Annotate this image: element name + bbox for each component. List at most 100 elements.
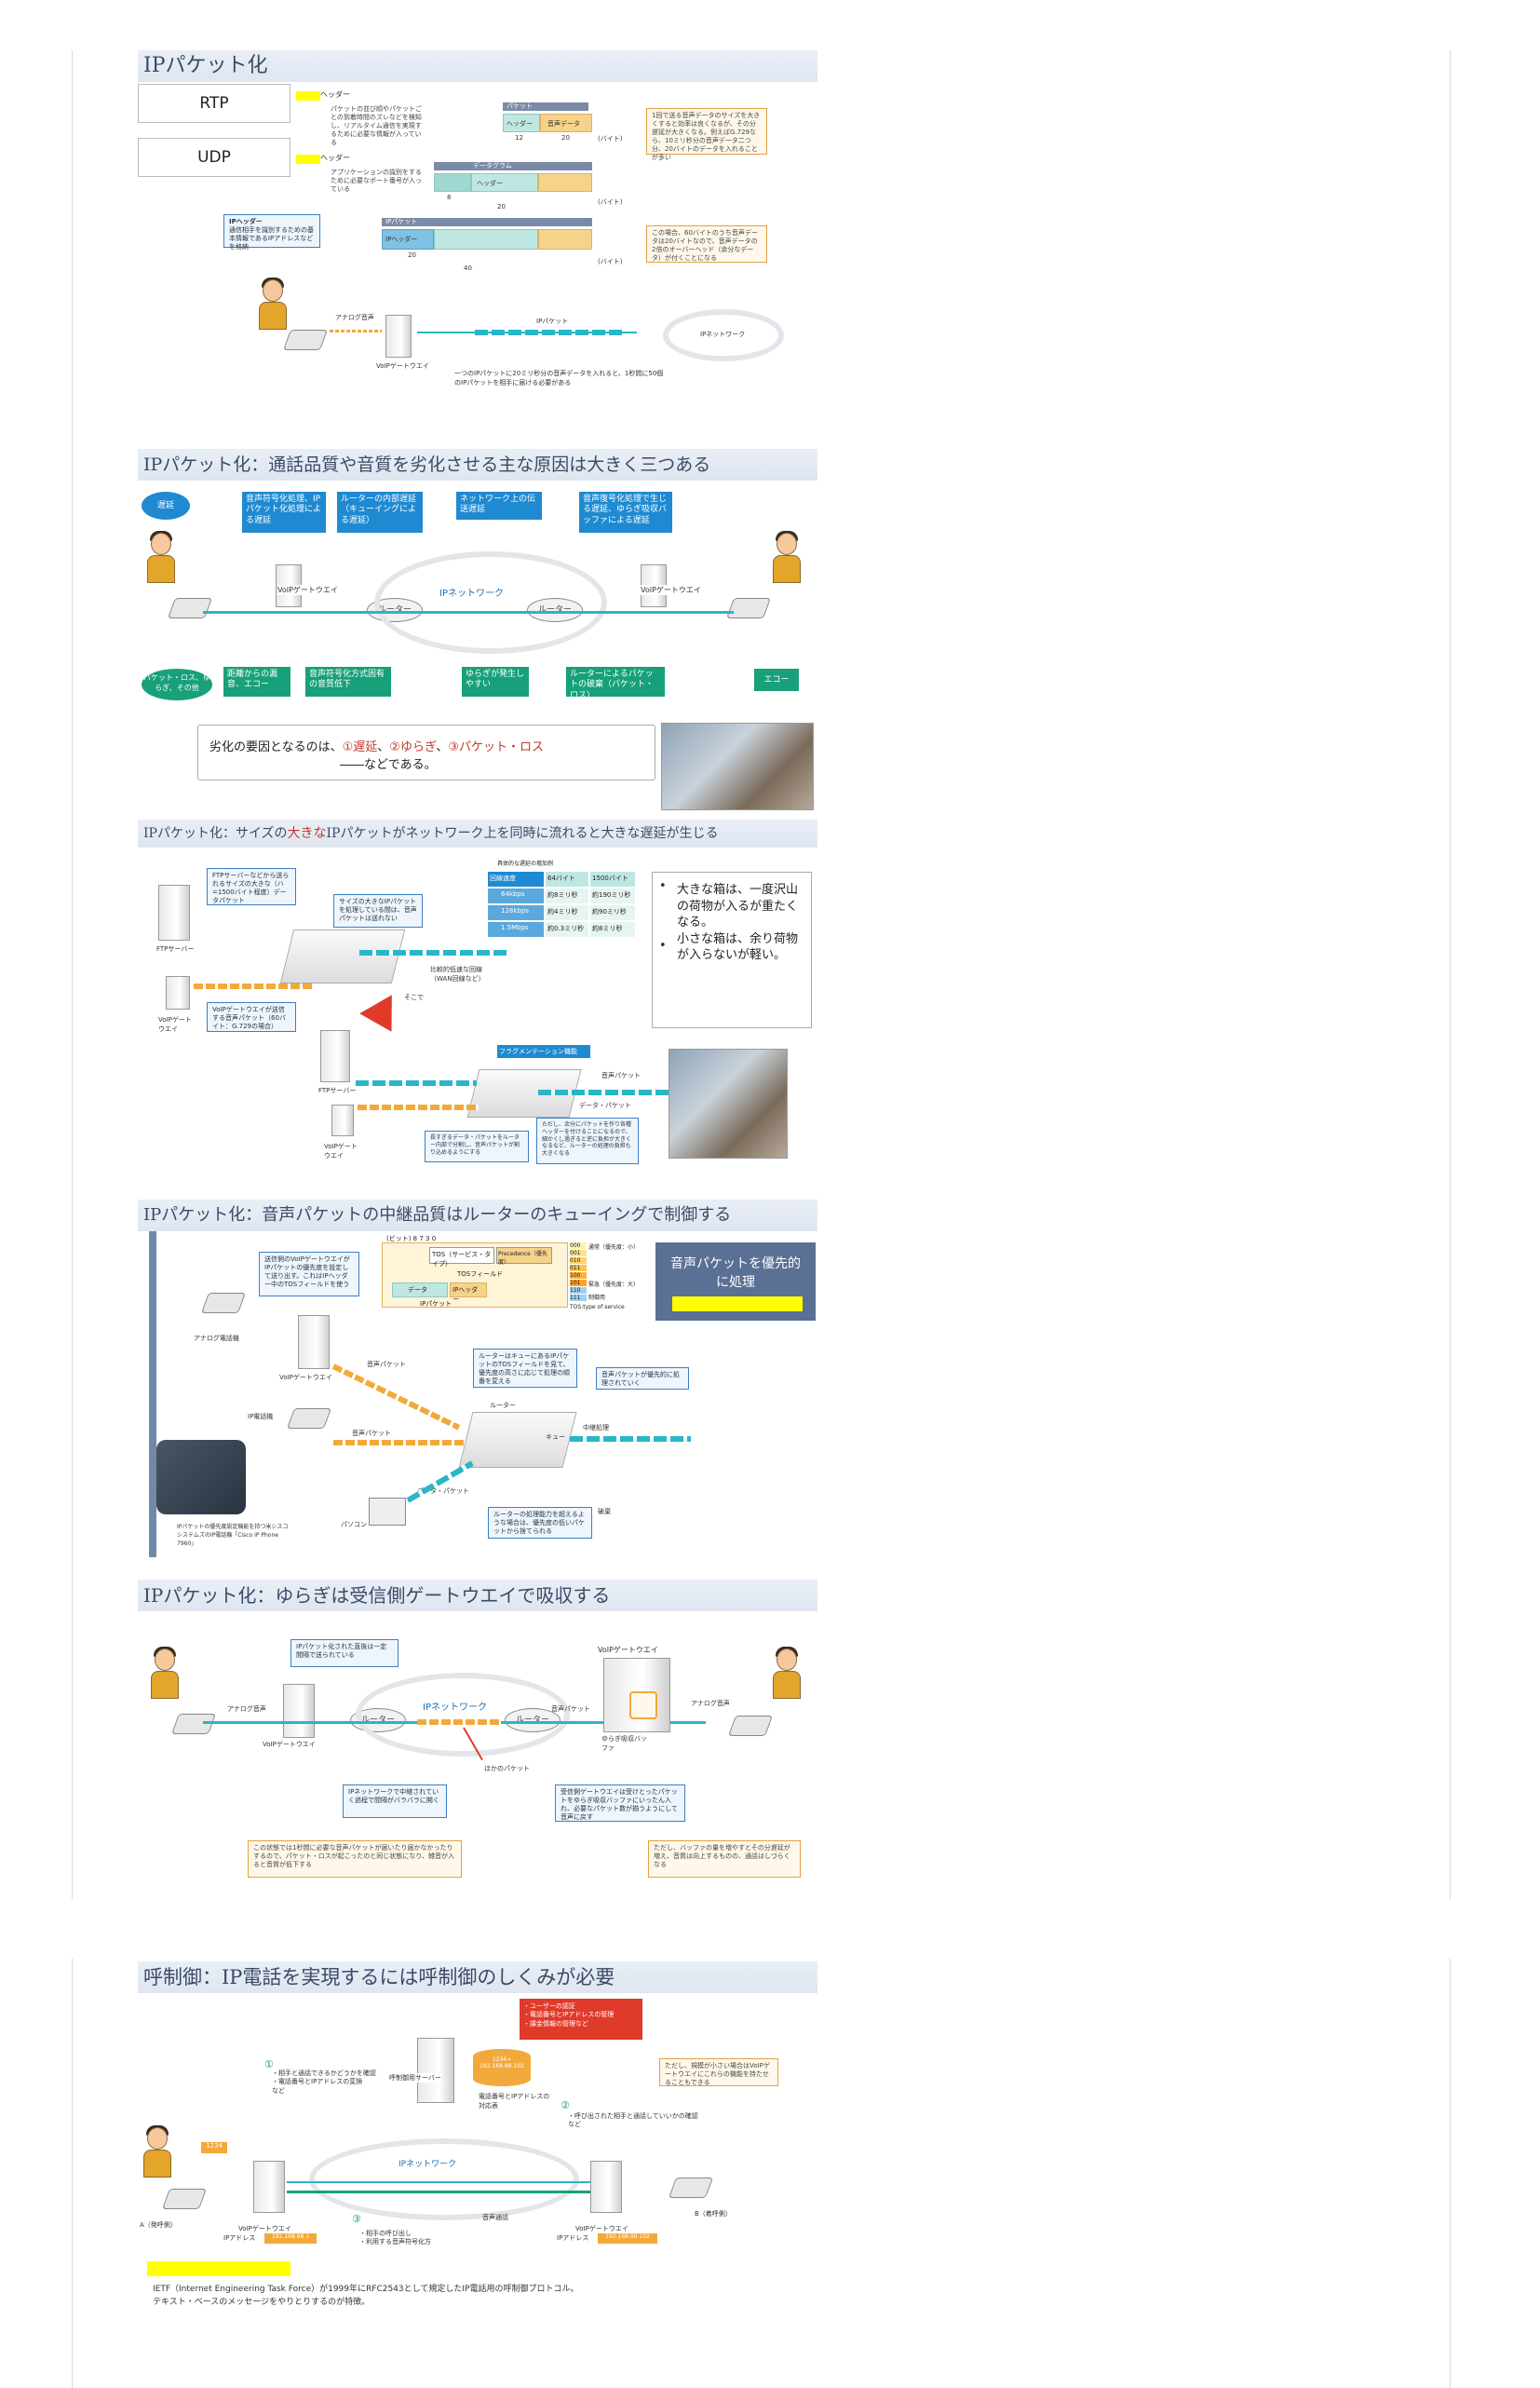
page-border-right-2 [1450,1959,1451,2388]
note-priority: 音声パケットが優先的に処理されていく [596,1367,689,1390]
table-r3c2: 約8ミリ秒 [590,922,635,937]
udp-datagram-label: データグラム [473,162,512,170]
queue-label: キュー [546,1433,565,1441]
step2-text: ・呼び出された相手と通話していいかの確認 など [568,2112,698,2129]
ftp-label-2: FTPサーバー [318,1087,357,1094]
note-router-queue: ルーターはキューにあるIPパケットのTOSフィールドを見て、優先度の高さに応じて… [473,1349,577,1388]
voice-packet-label-1: 音声パケット [367,1361,406,1368]
ip-packet-flow-label: IPパケット [536,318,569,325]
analog-voice-label: アナログ音声 [335,314,374,321]
db-number: 1234= [492,2056,512,2063]
server-functions: ・ユーザーの認証 ・電話番号とIPアドレスの管理 ・課金情報の管理など [520,1999,642,2040]
gateway-label: VoIPゲートウエイ [279,1374,332,1381]
caller-person [145,531,177,583]
table-row-head: 回線速度 [488,872,544,887]
page-border-left-2 [72,1959,73,2388]
small-scale-note: ただし、規模が小さい場合はVoIPゲートウエイにこれらの機能を持たせることもでき… [659,2058,778,2086]
slide-title: IPパケット化：音声パケットの中継品質はルーターのキューイングで制御する [138,1200,817,1231]
n20a: 20 [561,134,570,142]
gateway-b-label: VoIPゲートウエイ [575,2225,628,2232]
rtp-voice-cell-text: 音声データ [547,120,580,128]
ip-b-label: IPアドレス [557,2234,589,2242]
caller-phone [282,330,329,350]
bottom-note: 一つのIPパケットに20ミリ秒分の音声データを入れると、1秒間に50個のIPパケ… [454,370,664,387]
rtp-voice-cell [540,114,592,132]
table-title: 具体的な遅延の増加例 [497,861,554,867]
bottom-note-1: この状態では1秒間に必要な音声パケットが届いたり届かなかったりするので、パケット… [248,1840,462,1878]
table-col2: 1500バイト [590,872,635,887]
ip-header-cell-text: IPヘッダー [385,236,418,243]
ip-network-cloud [374,551,607,654]
step2-num: ② [561,2099,570,2111]
note-large-packet: FTPサーバーなどから送られるサイズの大きな（ハ=1500バイト程度）データパケ… [207,868,296,905]
step1-text: ・相手と通話できるかどうかを確認 ・電話番号とIPアドレスの変換 など [272,2069,376,2095]
frag-output-stream [538,1090,678,1095]
voice-packet-label: 音声パケット [601,1072,641,1079]
buffer-label: ゆらぎ吸収バッファ [601,1735,647,1752]
table-row2-head: 128kbps [488,905,544,920]
ip-network-label: IPネットワーク [399,2160,457,2169]
gateway-left-label: VoIPゲートウエイ [277,585,338,595]
voip-label: VoIPゲートウエイ [158,1016,192,1033]
rtp-packet-label: パケット [507,102,533,110]
code-2: 010 [570,1257,587,1264]
udp-header-cell [434,173,471,192]
callee-phone [725,598,772,618]
voice-stream-1 [194,984,315,989]
slide-jitter: IPパケット化：ゆらぎは受信側ゲートウエイで吸収する IPパケット化された直後は… [138,1580,817,1896]
ip-header-note-text: 通信相手を識別するための基本情報であるIPアドレスなどを格納 [229,226,314,251]
frag-tag: フラグメンテーション機能 [497,1045,590,1058]
summary-jitter: ②ゆらぎ [389,740,437,754]
delay-cause-2: ルーターの内部遅延（キューイングによる遅延） [337,492,423,533]
analog-phone [200,1293,247,1313]
gateway-b [590,2161,622,2213]
delay-cause-1: 音声符号化処理、IPパケット化処理による遅延 [242,492,326,533]
ip-header-note: IPヘッダー 通信相手を識別するための基本情報であるIPアドレスなどを格納 [223,214,320,251]
tos-cell: TOS（サービス・タイプ） [429,1247,494,1268]
slide-packet-size-delay: IPパケット化：サイズの大きなIPパケットがネットワーク上を同時に流れると大きな… [138,820,817,1174]
frag-data-stream [356,1080,477,1086]
quality-cause-1: 距離からの漏音、エコー [223,667,290,697]
ip-phone [286,1408,332,1429]
ip-network-label: IPネットワーク [423,1703,487,1713]
n8: 8 [447,194,452,201]
bottom-note-2: ただし、バッファの量を増やすとその分遅延が増え、音質は向上するものの、通話はしづ… [648,1840,801,1878]
quality-cause-5: エコー [754,669,799,691]
tos-field-label: TOSフィールド [457,1270,504,1278]
step3-num: ③ [352,2213,361,2225]
voip-gateway-2 [331,1105,354,1136]
ip-a-label: IPアドレス [223,2234,256,2242]
wan-label: 比較的低速な回線（WAN回線など） [430,966,485,983]
gateway-right-label: VoIPゲートウエイ [641,585,701,595]
slide-call-control: 呼制御：IP電話を実現するには呼制御のしくみが必要 呼制御用サーバー ・ユーザー… [138,1961,817,2325]
analog-wave [330,330,382,332]
right-note-2: この場合、60バイトのうち音声データは20バイトなので、音声データの2倍のオーバ… [646,225,767,263]
footer-highlight [147,2261,290,2276]
code-1: 001 [570,1250,587,1256]
note-discard: ルーターの処理能力を超えるような場合は、優先度の低いパケットから捨てられる [488,1507,592,1539]
frag-note-1: 長すぎるデータ・パケットをルーター内部で分割し、音声パケットが割り込めるようにす… [425,1131,529,1162]
bullet-dot-2: • [659,939,667,953]
priority-table: 000 001 010 011 100 101 110 111 通常（優先度：小… [570,1242,642,1311]
voip-gateway [298,1315,330,1369]
voice-line [203,611,734,614]
summary-box: 劣化の要因となるのは、①遅延、②ゆらぎ、③パケット・ロス――などである。 [197,725,655,780]
quality-cause-2: 音声符号化方式固有の音質低下 [305,667,391,697]
caller-phone [161,2189,208,2209]
ip-network-cloud [663,309,784,361]
data-flow [406,1460,474,1503]
title-highlight: 大きな [287,826,327,841]
slide-title: IPパケット化：通話品質や音質を劣化させる主な原因は大きく三つある [138,449,817,481]
data-cell: データ [392,1282,448,1297]
bullet-dot-1: • [659,879,667,893]
udp-header-tag-text: ヘッダー [320,154,350,162]
ip-network-cloud [309,2138,579,2220]
page-border-left [72,50,73,1899]
voip-gateway [166,976,190,1010]
page-border-right [1450,50,1451,1899]
rtp-header-tag-text: ヘッダー [320,90,350,99]
ip-b-tag: 192.168.98.102 [598,2233,657,2244]
summary-delay: ①遅延 [342,740,378,754]
router-right: ルーター [527,598,583,622]
note-constant: IPパケット化された直後は一定間隔で送られている [290,1639,399,1667]
